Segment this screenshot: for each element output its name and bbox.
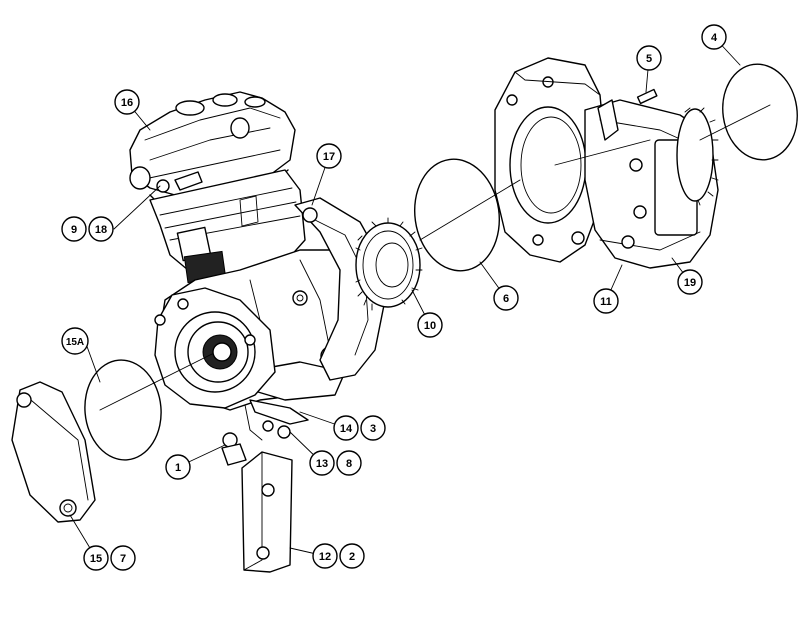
callout-label: 15A xyxy=(66,337,84,348)
callout-label: 4 xyxy=(711,32,718,44)
callout-label: 7 xyxy=(120,553,126,565)
callout-label: 19 xyxy=(684,277,696,289)
rear-mounting-flange xyxy=(154,287,276,409)
callout-7: 7 xyxy=(110,545,136,571)
callout-label: 18 xyxy=(95,224,107,236)
drive-gear xyxy=(355,217,423,311)
callout-label: 13 xyxy=(316,458,328,470)
callout-19: 19 xyxy=(677,269,703,295)
callout-3: 3 xyxy=(360,415,386,441)
callout-label: 10 xyxy=(424,320,436,332)
callout-14: 14 xyxy=(333,415,359,441)
callout-16: 16 xyxy=(114,89,140,115)
o-ring-seal-15a xyxy=(84,359,162,461)
callout-label: 2 xyxy=(349,551,355,563)
callout-label: 14 xyxy=(340,423,353,435)
compressor-cylinder-block xyxy=(149,169,306,284)
callout-12: 12 xyxy=(312,543,338,569)
callout-4: 4 xyxy=(701,24,727,50)
callout-label: 11 xyxy=(600,296,612,308)
callout-label: 9 xyxy=(71,224,77,236)
callout-label: 3 xyxy=(370,423,376,435)
callout-label: 8 xyxy=(346,458,352,470)
callout-2: 2 xyxy=(339,543,365,569)
callout-1: 1 xyxy=(165,454,191,480)
callout-8: 8 xyxy=(336,450,362,476)
callout-label: 16 xyxy=(121,97,133,109)
callout-6: 6 xyxy=(493,285,519,311)
callout-15a: 15A xyxy=(61,327,89,355)
callout-15: 15 xyxy=(83,545,109,571)
callout-10: 10 xyxy=(417,312,443,338)
callout-13: 13 xyxy=(309,450,335,476)
small-fittings xyxy=(221,399,309,466)
o-ring-seal-4 xyxy=(722,63,798,161)
callout-17: 17 xyxy=(316,143,342,169)
dowel-pin-5 xyxy=(636,88,658,105)
callout-label: 1 xyxy=(175,462,181,474)
callout-label: 17 xyxy=(323,151,335,163)
compressor-cylinder-head xyxy=(129,91,296,211)
callout-18: 18 xyxy=(88,216,114,242)
callout-label: 5 xyxy=(646,53,652,65)
callout-11: 11 xyxy=(593,288,619,314)
callout-label: 12 xyxy=(319,551,331,563)
callout-5: 5 xyxy=(636,45,662,71)
rear-drive-gear xyxy=(676,107,719,206)
callout-9: 9 xyxy=(61,216,87,242)
mounting-bracket xyxy=(241,451,293,573)
adapter-flange xyxy=(494,57,606,263)
o-ring-seal-6 xyxy=(413,158,501,272)
cover-plate xyxy=(11,381,96,523)
callout-label: 6 xyxy=(503,293,509,305)
callout-label: 15 xyxy=(90,553,102,565)
